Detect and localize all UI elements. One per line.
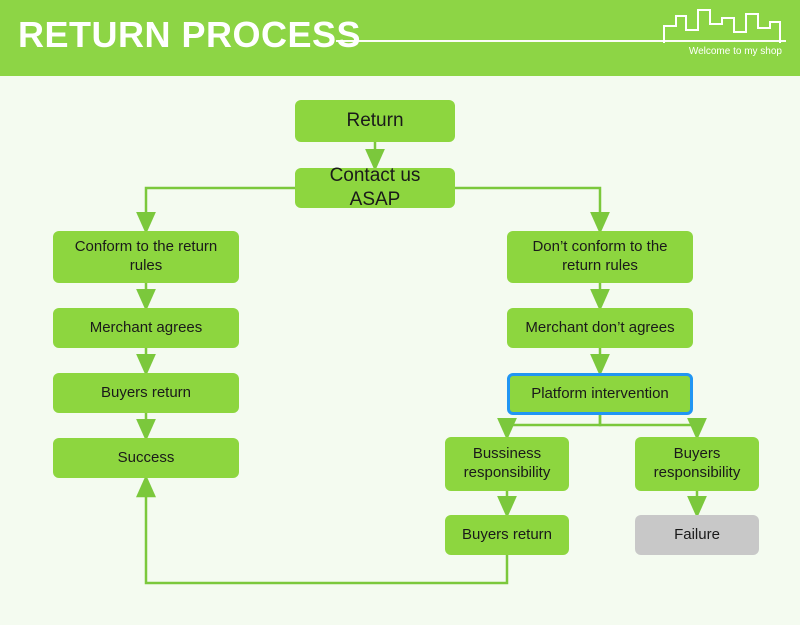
node-return[interactable]: Return — [295, 100, 455, 142]
node-not-conform-to-return-rules[interactable]: Don’t conform to the return rules — [507, 231, 693, 283]
header-divider — [336, 40, 786, 42]
node-buyers-responsibility[interactable]: Buyers responsibility — [635, 437, 759, 491]
page-header: RETURN PROCESS Welcome to my shop — [0, 0, 800, 76]
header-bottom-strip — [0, 76, 800, 81]
node-failure[interactable]: Failure — [635, 515, 759, 555]
node-buyers-return-left[interactable]: Buyers return — [53, 373, 239, 413]
node-bussiness-responsibility[interactable]: Bussiness responsibility — [445, 437, 569, 491]
page-title: RETURN PROCESS — [18, 14, 362, 55]
header-welcome-text: Welcome to my shop — [688, 46, 782, 57]
node-conform-to-return-rules[interactable]: Conform to the return rules — [53, 231, 239, 283]
node-buyers-return-right[interactable]: Buyers return — [445, 515, 569, 555]
skyline-icon — [663, 9, 781, 43]
node-merchant-agrees[interactable]: Merchant agrees — [53, 308, 239, 348]
node-merchant-dont-agrees[interactable]: Merchant don’t agrees — [507, 308, 693, 348]
node-platform-intervention[interactable]: Platform intervention — [507, 373, 693, 415]
node-contact-us-asap[interactable]: Contact us ASAP — [295, 165, 455, 210]
node-success[interactable]: Success — [53, 438, 239, 478]
